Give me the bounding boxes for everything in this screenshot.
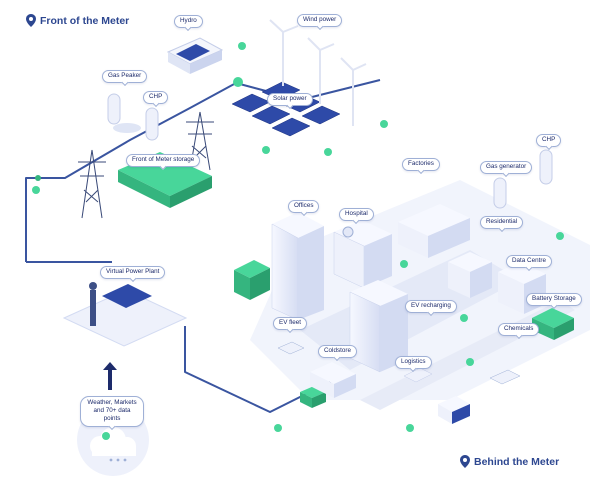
label-hydro: Hydro [174, 15, 203, 28]
label-ev-fleet: EV fleet [273, 317, 308, 330]
label-data-centre: Data Centre [506, 255, 552, 268]
label-chemicals: Chemicals [498, 323, 540, 336]
label-hospital: Hospital [339, 208, 374, 221]
location-pin-icon [26, 14, 36, 27]
green-battery-cluster [234, 260, 326, 408]
label-logistics: Logistics [395, 356, 432, 369]
label-ev-recharging: EV recharging [405, 300, 457, 313]
power-pylons [78, 111, 214, 219]
label-offices: Offices [288, 200, 320, 213]
label-gas-peaker: Gas Peaker [102, 70, 148, 83]
gas-peaker-tanks [107, 93, 159, 141]
label-weather-markets: Weather, Markets and 70+ data points [80, 396, 144, 427]
data-flow-arrow [103, 362, 117, 390]
label-chp-right: CHP [536, 134, 562, 147]
label-chp-left: CHP [143, 91, 169, 104]
battery-storage [532, 308, 574, 340]
gas-generator-tanks [493, 149, 553, 209]
solar-farm [231, 81, 341, 137]
central-tower [349, 280, 408, 373]
location-pin-icon [460, 455, 470, 468]
logistics-area [310, 362, 470, 424]
wind-turbines [269, 19, 367, 126]
label-residential: Residential [480, 216, 524, 229]
label-coldstore: Coldstore [318, 345, 357, 358]
label-virtual-power-plant: Virtual Power Plant [100, 266, 166, 279]
hospital-building [333, 220, 392, 289]
front-of-meter-heading: Front of the Meter [26, 14, 129, 27]
label-front-meter-storage: Front of Meter storage [126, 154, 201, 167]
offices-building [271, 212, 324, 321]
behind-meter-heading: Behind the Meter [460, 455, 559, 468]
label-battery-storage: Battery Storage [526, 293, 582, 306]
label-solar-power: Solar power [267, 93, 313, 106]
label-wind-power: Wind power [297, 14, 343, 27]
factories-building [398, 204, 470, 258]
label-gas-generator: Gas generator [480, 161, 533, 174]
hydro-plant [166, 37, 224, 74]
trees [32, 42, 564, 432]
virtual-power-plant [62, 282, 188, 347]
front-of-meter-title: Front of the Meter [40, 14, 130, 27]
behind-meter-title: Behind the Meter [474, 455, 560, 468]
label-factories: Factories [402, 158, 440, 171]
ev-fleet-vehicles [277, 341, 521, 385]
